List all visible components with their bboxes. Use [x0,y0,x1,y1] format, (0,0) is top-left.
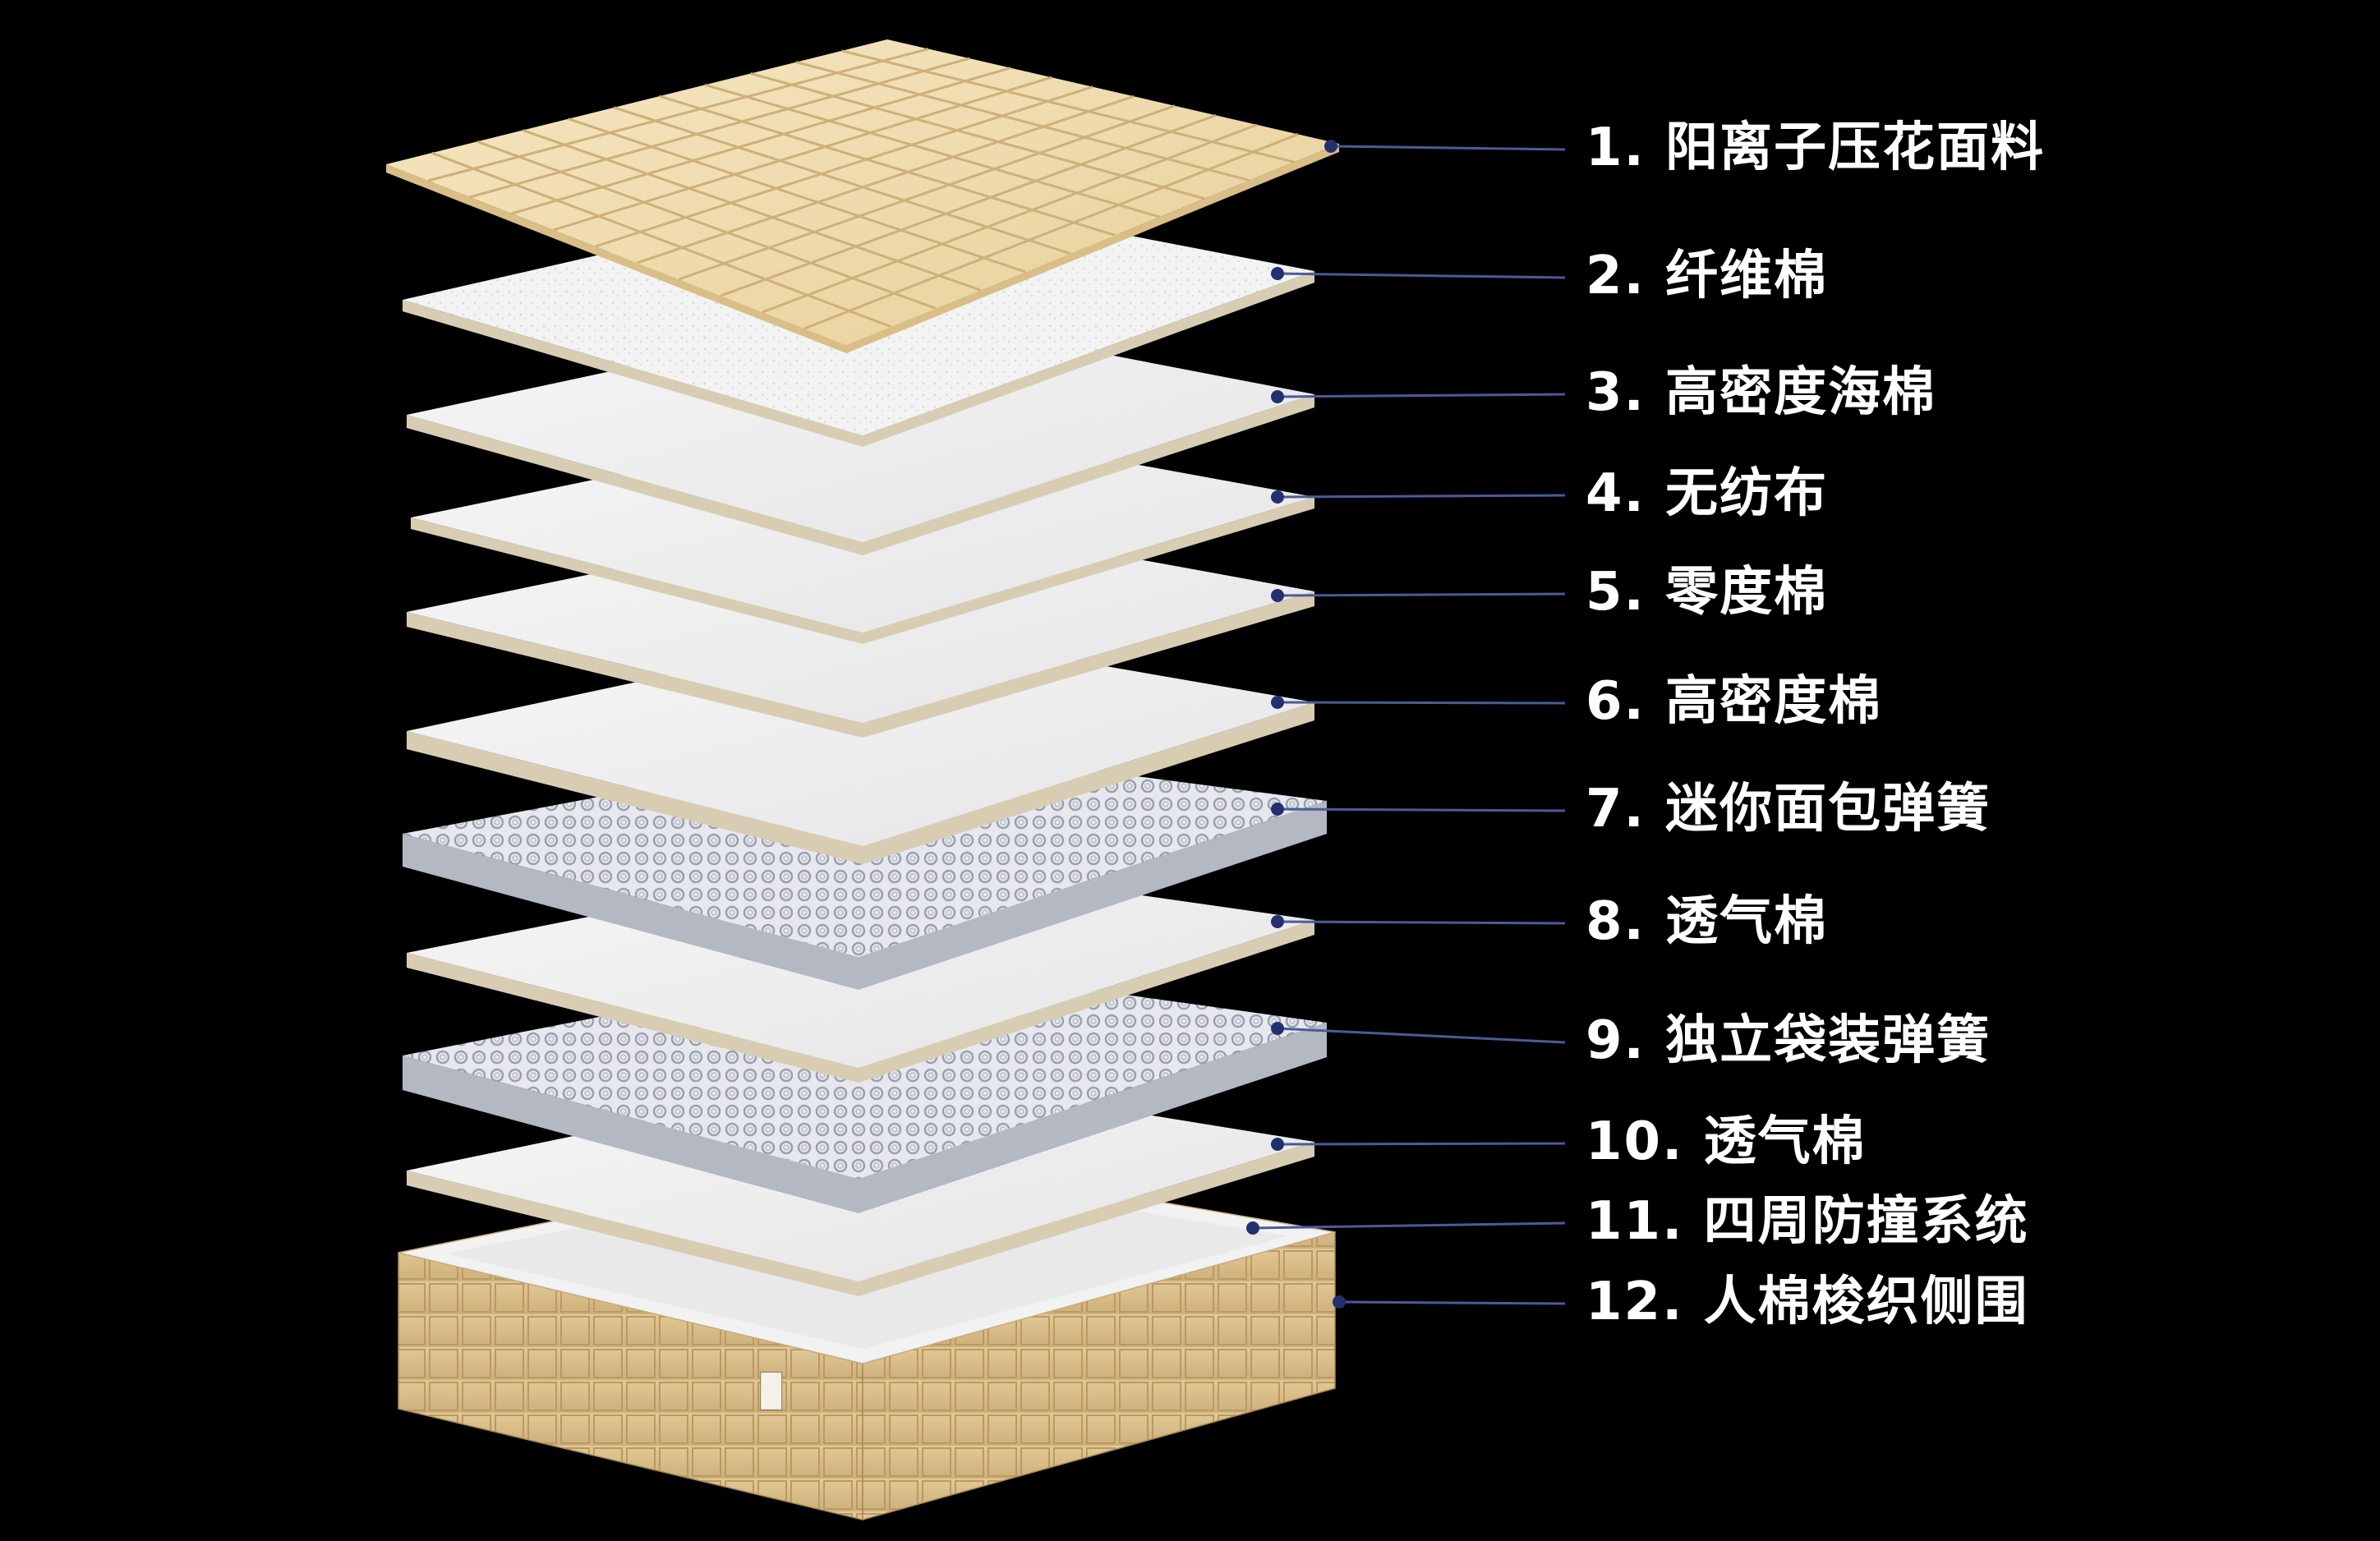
layer-label-6: 6. 高密度棉 [1586,671,1883,732]
layer-label-10: 10. 透气棉 [1586,1111,1867,1172]
zipper-tab [760,1371,783,1410]
layer-edge-front [386,164,846,353]
layer-edge-front [407,953,859,1083]
layer-edge-side [863,271,1314,447]
layer-label-8: 8. 透气棉 [1586,891,1829,952]
quilt-line-a [568,117,1026,274]
leader-dot-1 [1324,140,1337,153]
leader-line-2 [1277,272,1566,279]
leader-dot-11 [1246,1221,1259,1235]
leader-dot-10 [1271,1138,1284,1151]
layer-edge-side [859,1142,1314,1296]
layer-label-5: 5. 零度棉 [1586,562,1829,623]
quilt-line-b [595,85,1093,248]
layer-edge-side [863,702,1314,864]
layer-edge-front [407,1171,859,1296]
layer-edge-front [407,731,863,864]
quilt-line-a [841,49,1295,163]
leader-line-9 [1277,1027,1566,1044]
leader-dot-2 [1271,267,1284,280]
layer-edge-front [403,834,859,990]
layer-edge-front [407,612,863,738]
leader-line-12 [1338,1300,1566,1305]
layer-label-9: 9. 独立袋装弹簧 [1586,1010,1991,1071]
quilt-line-a [704,83,1161,218]
leader-dot-3 [1271,390,1284,403]
layer-edge-front [403,300,863,447]
layer-label-4: 4. 无纺布 [1586,463,1829,524]
leader-line-5 [1277,592,1566,597]
layer-edge-front [407,415,863,555]
layer-top [407,628,1314,846]
layer-edge-front [403,1056,859,1213]
layer-label-2: 2. 纤维棉 [1586,246,1829,306]
leader-dot-7 [1271,803,1284,816]
quilt-line-b [469,57,970,199]
layer-edge-side [863,394,1314,555]
quilt-line-a [795,61,1250,182]
layer-label-12: 12. 人棉梭织侧围 [1586,1272,2029,1332]
leader-dot-6 [1271,696,1284,709]
leader-line-1 [1330,145,1566,151]
quilt-line-a [476,140,937,310]
layer-label-1: 1. 阳离子压花面料 [1586,117,2046,178]
layer-label-11: 11. 四周防撞系统 [1586,1191,2029,1252]
layer-edge-front [411,518,863,644]
layer-top [386,39,1339,345]
leader-dot-5 [1271,589,1284,602]
leader-dot-12 [1333,1295,1346,1309]
layer-6 [407,628,1314,864]
leader-line-4 [1277,494,1566,499]
layer-edge-side [863,497,1314,644]
leader-line-8 [1277,920,1566,925]
layer-edge-side [846,144,1339,353]
quilt-line-a [430,151,892,329]
quilt-line-b [678,104,1176,281]
quilt-line-b [803,133,1299,330]
leader-dot-8 [1271,915,1284,928]
quilt-line-b [427,48,929,182]
layer-edge-side [859,1023,1327,1213]
quilt-line-b [720,113,1217,297]
leader-dot-4 [1271,490,1284,504]
leader-dot-9 [1271,1022,1284,1035]
leaders-group [1246,140,1566,1309]
layer-edge-side [859,801,1327,990]
layers-group [386,39,1339,1520]
quilt-line-a [522,129,982,292]
quilt-line-b [511,67,1011,215]
quilt-line-a [613,106,1071,255]
quilt-line-b [636,94,1135,264]
layer-edge-side [863,591,1314,738]
leader-line-11 [1252,1221,1566,1230]
leader-line-6 [1277,701,1566,705]
quilt-line-b [553,76,1052,232]
layer-label-3: 3. 高密度海棉 [1586,362,1937,423]
layer-1 [386,39,1339,353]
quilt-line-b [762,123,1258,314]
leader-line-7 [1277,807,1566,812]
leader-line-3 [1277,393,1566,398]
layer-edge-side [859,920,1314,1083]
leader-line-10 [1277,1142,1566,1146]
layer-label-7: 7. 迷你面包弹簧 [1586,779,1991,840]
quilt-line-a [659,94,1116,237]
quilt-line-a [750,72,1205,200]
